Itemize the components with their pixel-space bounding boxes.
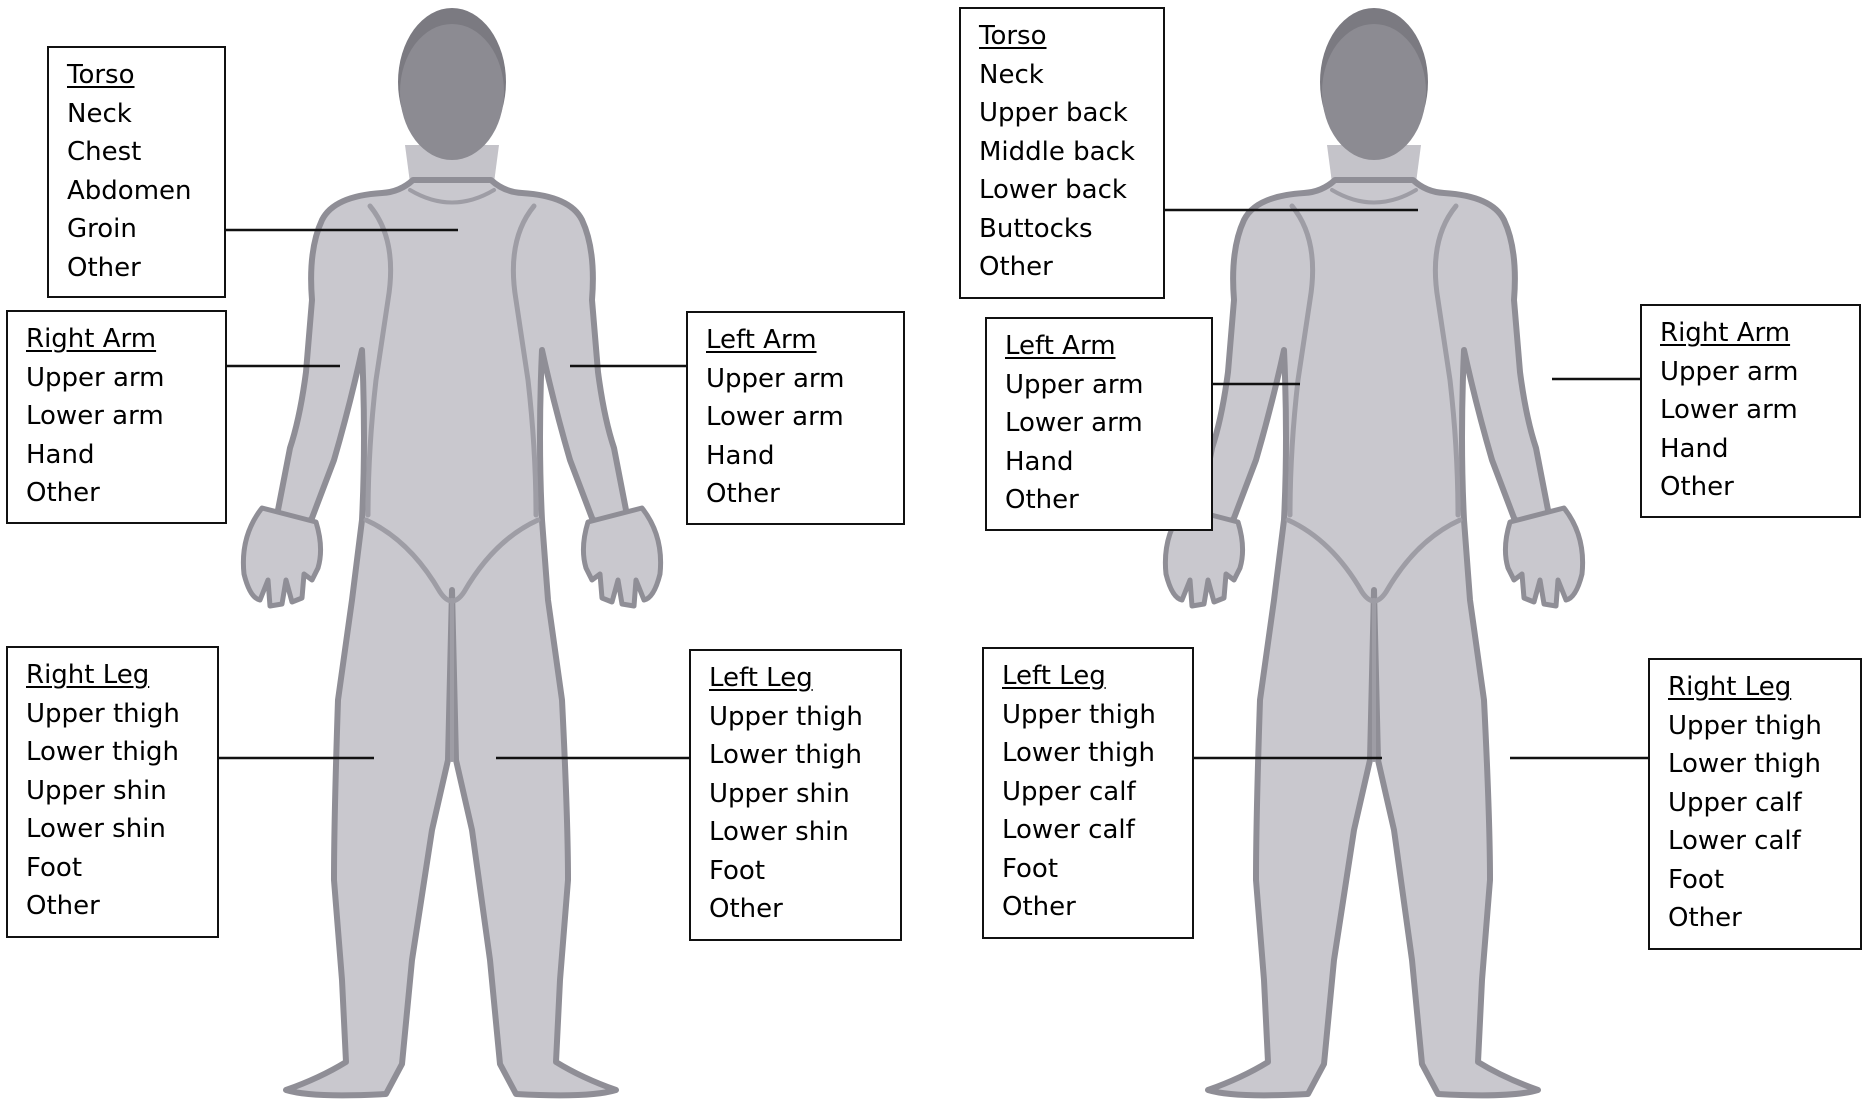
back-left-leg-item: Foot (1002, 850, 1192, 889)
back-right-leg-item: Foot (1668, 861, 1860, 900)
back-torso-item: Lower back (979, 171, 1163, 210)
back-right-leg-item: Other (1668, 899, 1860, 938)
back-left-arm-box: Left Arm Upper arm Lower arm Hand Other (985, 317, 1213, 531)
back-right-leg-item: Upper thigh (1668, 707, 1860, 746)
back-right-leg-item: Lower thigh (1668, 745, 1860, 784)
front-left-leg-box: Left Leg Upper thigh Lower thigh Upper s… (689, 649, 902, 941)
back-right-arm-item: Upper arm (1660, 353, 1859, 392)
front-right-arm-item: Hand (26, 436, 225, 475)
back-left-leg-item: Upper thigh (1002, 696, 1192, 735)
front-right-leg-item: Lower thigh (26, 733, 217, 772)
front-left-leg-item: Other (709, 890, 900, 929)
front-left-leg-item: Lower thigh (709, 736, 900, 775)
front-torso-item: Abdomen (67, 172, 224, 211)
front-left-arm-title: Left Arm (706, 321, 903, 360)
front-left-leg-item: Upper shin (709, 775, 900, 814)
back-torso-item: Buttocks (979, 210, 1163, 249)
back-left-leg-item: Other (1002, 888, 1192, 927)
back-left-arm-title: Left Arm (1005, 327, 1211, 366)
back-right-arm-item: Other (1660, 468, 1859, 507)
front-torso-title: Torso (67, 56, 224, 95)
back-right-arm-item: Hand (1660, 430, 1859, 469)
back-left-arm-item: Upper arm (1005, 366, 1211, 405)
back-left-leg-item: Lower thigh (1002, 734, 1192, 773)
front-torso-item: Groin (67, 210, 224, 249)
back-left-arm-item: Lower arm (1005, 404, 1211, 443)
front-torso-item: Chest (67, 133, 224, 172)
front-left-arm-item: Lower arm (706, 398, 903, 437)
back-torso-box: Torso Neck Upper back Middle back Lower … (959, 7, 1165, 299)
front-left-leg-item: Foot (709, 852, 900, 891)
back-right-arm-box: Right Arm Upper arm Lower arm Hand Other (1640, 304, 1861, 518)
back-right-leg-title: Right Leg (1668, 668, 1860, 707)
front-left-leg-item: Upper thigh (709, 698, 900, 737)
front-left-arm-item: Other (706, 475, 903, 514)
front-right-leg-item: Other (26, 887, 217, 926)
back-left-leg-item: Upper calf (1002, 773, 1192, 812)
back-right-arm-title: Right Arm (1660, 314, 1859, 353)
front-right-arm-item: Other (26, 474, 225, 513)
front-right-arm-box: Right Arm Upper arm Lower arm Hand Other (6, 310, 227, 524)
front-right-arm-item: Lower arm (26, 397, 225, 436)
front-left-arm-item: Upper arm (706, 360, 903, 399)
front-torso-item: Neck (67, 95, 224, 134)
back-left-arm-item: Hand (1005, 443, 1211, 482)
front-body-figure (243, 8, 660, 1095)
front-right-leg-title: Right Leg (26, 656, 217, 695)
back-right-leg-box: Right Leg Upper thigh Lower thigh Upper … (1648, 658, 1862, 950)
back-left-leg-box: Left Leg Upper thigh Lower thigh Upper c… (982, 647, 1194, 939)
front-torso-box: Torso Neck Chest Abdomen Groin Other (47, 46, 226, 298)
back-right-leg-item: Upper calf (1668, 784, 1860, 823)
front-right-leg-item: Upper thigh (26, 695, 217, 734)
front-torso-item: Other (67, 249, 224, 288)
front-left-arm-box: Left Arm Upper arm Lower arm Hand Other (686, 311, 905, 525)
front-left-leg-item: Lower shin (709, 813, 900, 852)
front-right-leg-item: Lower shin (26, 810, 217, 849)
front-right-leg-box: Right Leg Upper thigh Lower thigh Upper … (6, 646, 219, 938)
back-torso-item: Middle back (979, 133, 1163, 172)
back-right-arm-item: Lower arm (1660, 391, 1859, 430)
back-body-figure (1165, 8, 1582, 1095)
back-torso-item: Upper back (979, 94, 1163, 133)
front-right-arm-item: Upper arm (26, 359, 225, 398)
back-left-arm-item: Other (1005, 481, 1211, 520)
front-right-leg-item: Upper shin (26, 772, 217, 811)
front-right-arm-title: Right Arm (26, 320, 225, 359)
back-torso-title: Torso (979, 17, 1163, 56)
front-right-leg-item: Foot (26, 849, 217, 888)
back-left-leg-item: Lower calf (1002, 811, 1192, 850)
back-torso-item: Other (979, 248, 1163, 287)
front-left-leg-title: Left Leg (709, 659, 900, 698)
back-torso-item: Neck (979, 56, 1163, 95)
back-right-leg-item: Lower calf (1668, 822, 1860, 861)
front-left-arm-item: Hand (706, 437, 903, 476)
back-left-leg-title: Left Leg (1002, 657, 1192, 696)
